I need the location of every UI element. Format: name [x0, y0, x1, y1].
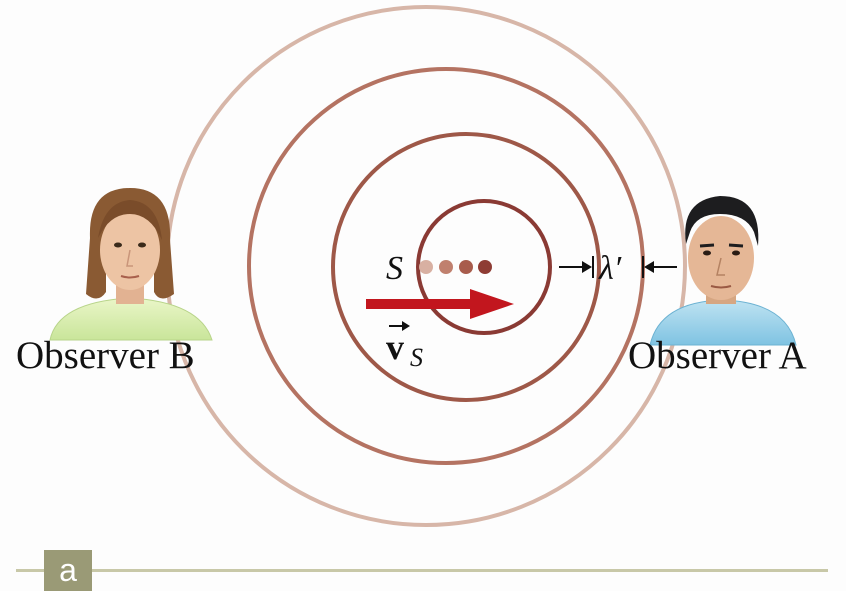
panel-label: a [44, 550, 92, 591]
panel-divider-line [16, 569, 828, 572]
observer-a-label: Observer A [628, 334, 807, 377]
wavelength-left-arrow [559, 256, 593, 278]
source-dot-2 [439, 260, 453, 274]
source-dot-4 [478, 260, 492, 274]
source-label: S [386, 250, 403, 287]
observer-b-figure [50, 188, 212, 340]
source-dot-3 [459, 260, 473, 274]
svg-text:v: v [386, 327, 404, 367]
wavelength-right-arrow [643, 256, 677, 278]
observer-a-figure [650, 196, 796, 345]
svg-text:S: S [410, 343, 423, 372]
velocity-label: v S [386, 321, 423, 372]
source-dot-1 [419, 260, 433, 274]
wavelength-label: λ′ [598, 250, 622, 287]
observer-b-label: Observer B [16, 334, 195, 377]
